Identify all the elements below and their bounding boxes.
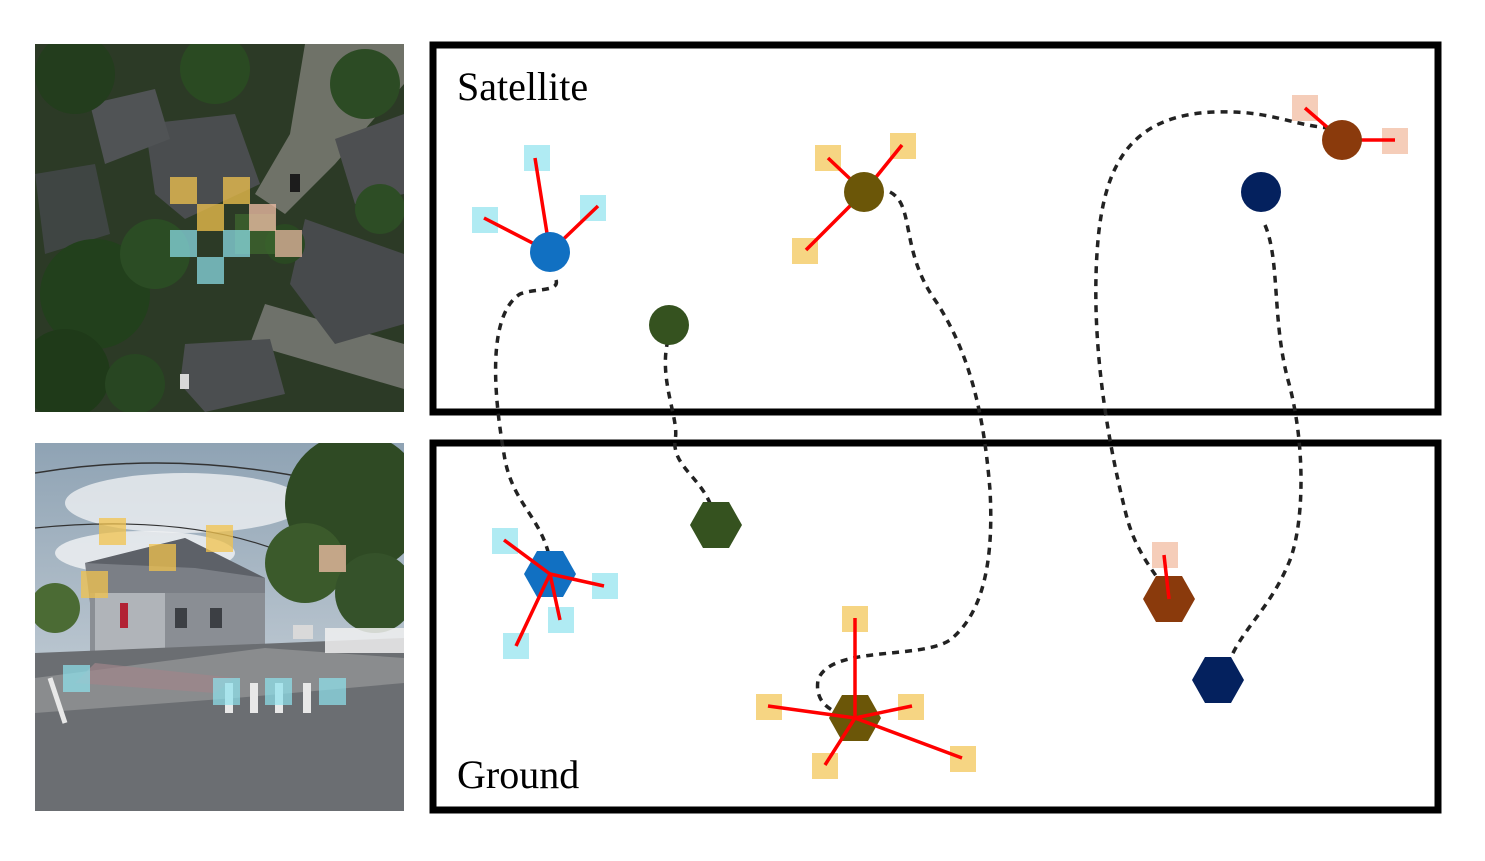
link-olive [818, 192, 991, 718]
ground-frame [433, 443, 1438, 810]
patch-yellow [812, 753, 838, 779]
edge [855, 718, 962, 758]
node-blue [530, 232, 570, 272]
patch-cyan [592, 573, 618, 599]
ground-panel-label: Ground [457, 755, 579, 795]
node-navy-hexagon [1192, 657, 1244, 703]
node-olive [844, 172, 884, 212]
node-green [649, 305, 689, 345]
ground-graph [492, 502, 1244, 779]
satellite-graph [472, 95, 1408, 345]
node-brown [1322, 120, 1362, 160]
node-navy [1241, 172, 1281, 212]
satellite-panel-label: Satellite [457, 67, 588, 107]
link-brown [1096, 112, 1330, 588]
patch-cyan [548, 607, 574, 633]
node-green-hexagon [690, 502, 742, 548]
link-green [665, 340, 715, 522]
patch-yellow [950, 746, 976, 772]
